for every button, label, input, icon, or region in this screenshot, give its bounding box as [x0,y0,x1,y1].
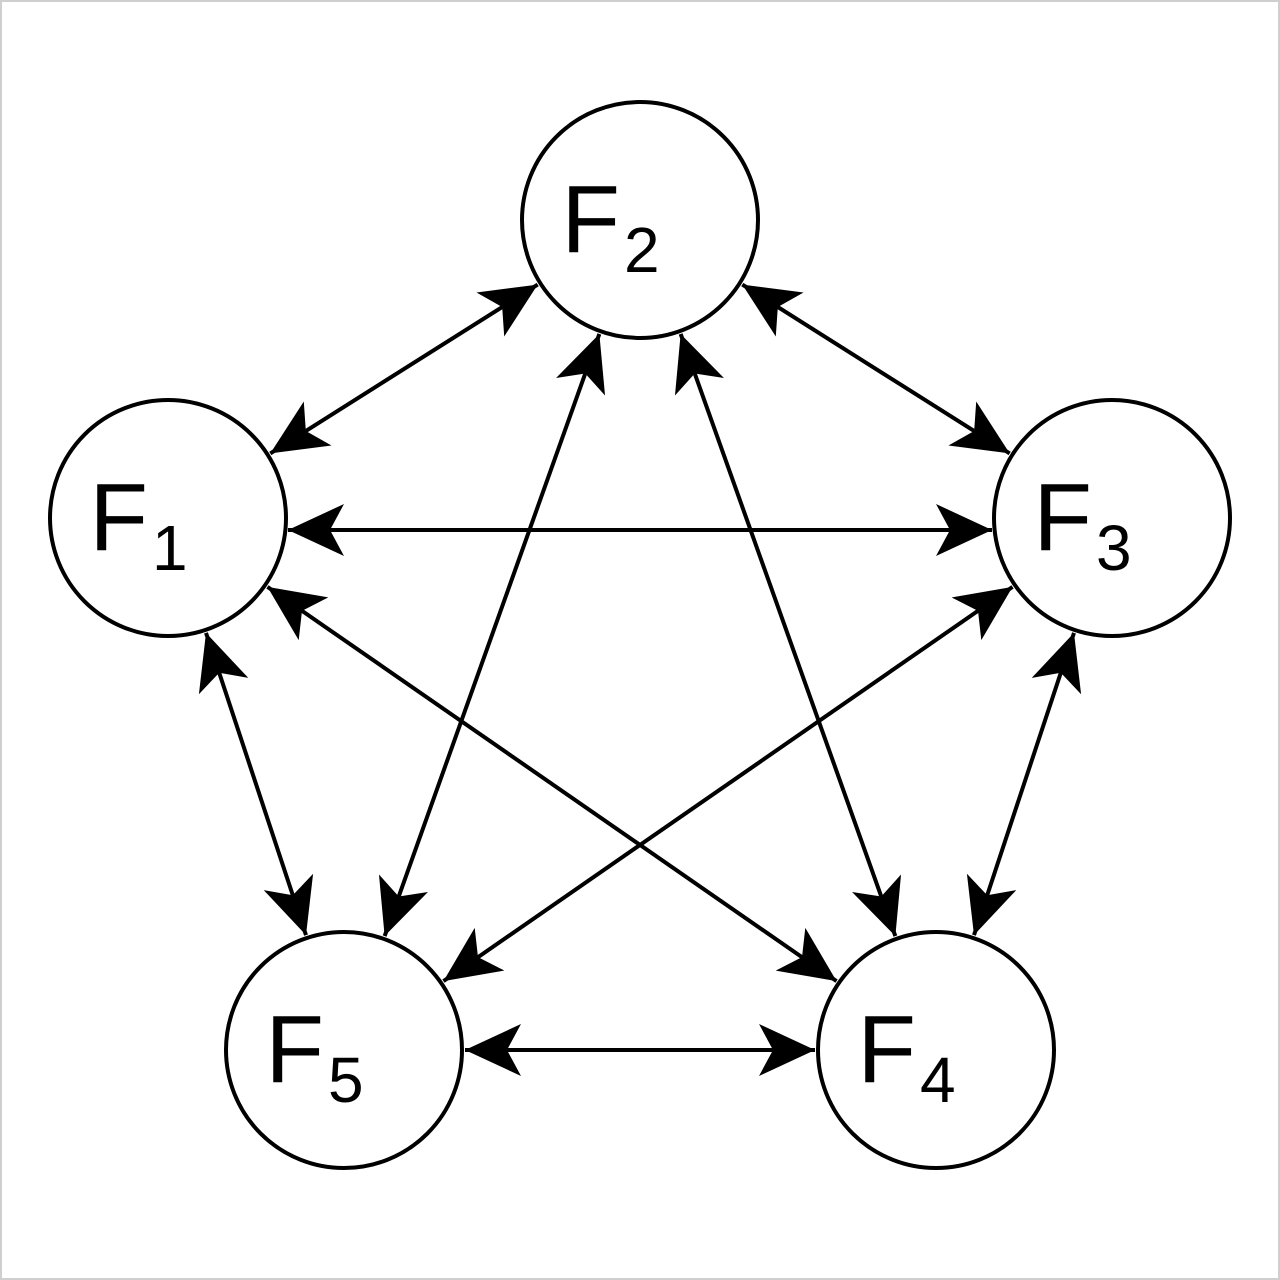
node-letter: F [857,996,916,1103]
node-circle [48,398,288,638]
node-subscript: 4 [920,1044,956,1116]
edge-f3-f5 [442,585,1014,983]
node-letter: F [561,166,620,273]
edges-layer [198,282,1082,1076]
node-circle [992,398,1232,638]
edge-f1-f4 [266,585,838,983]
node-subscript: 5 [328,1044,364,1116]
edge-f2-f4 [674,333,902,937]
edge-f2-f3 [741,282,1011,456]
node-letter: F [89,464,148,571]
node-letter: F [1033,464,1092,571]
node-letter: F [265,996,324,1103]
node-circle [520,100,760,340]
edge-f5-f1 [198,632,314,936]
node-subscript: 3 [1096,512,1132,584]
edge-f3-f4 [966,632,1082,936]
node-subscript: 1 [152,512,188,584]
node-circle [816,930,1056,1170]
node-circle [224,930,464,1170]
edge-f2-f5 [378,333,606,937]
node-subscript: 2 [624,214,660,286]
edge-f1-f2 [269,282,539,456]
